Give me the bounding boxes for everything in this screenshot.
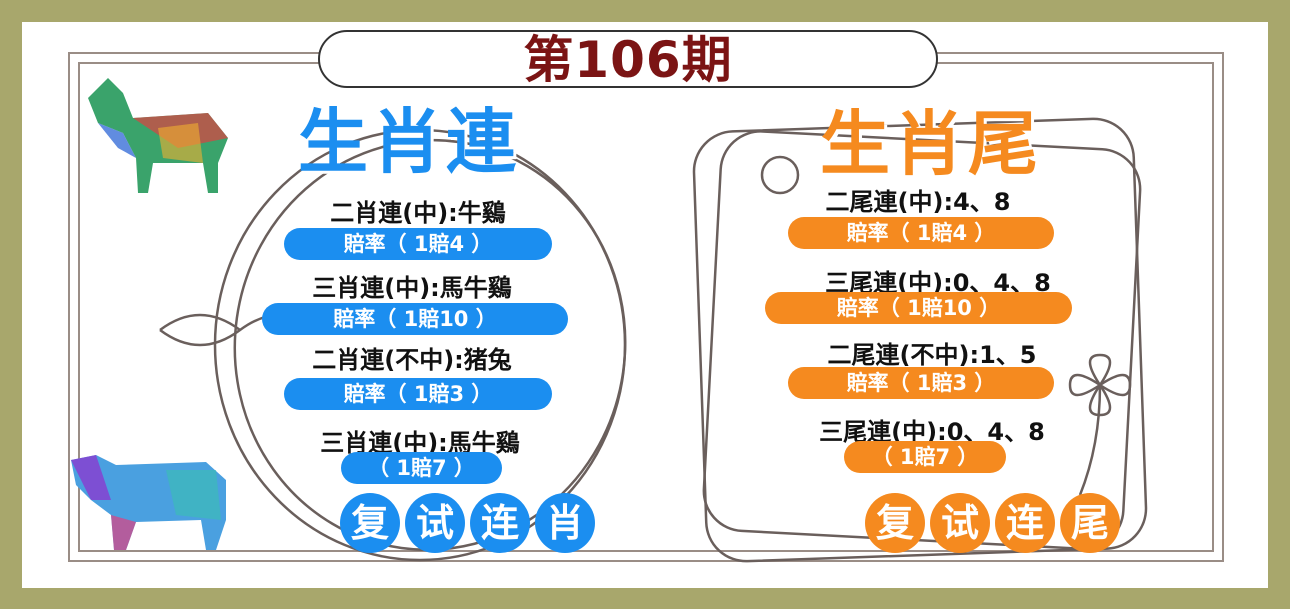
- tail-combo-line: 二尾連(中):4、8: [825, 188, 1011, 216]
- odds-badge: （ 1賠7 ）: [844, 441, 1006, 473]
- left-section-title: 生肖連: [298, 101, 520, 183]
- footer-char-circle: 连: [470, 493, 530, 553]
- issue-header: 第106期: [318, 30, 938, 88]
- footer-char-circle: 复: [865, 493, 925, 553]
- zodiac-combo-line: 二肖連(不中):猪兔: [312, 346, 512, 374]
- issue-title: 第106期: [523, 31, 733, 89]
- footer-char-circle: 尾: [1060, 493, 1120, 553]
- footer-char-circle: 肖: [535, 493, 595, 553]
- odds-badge: 賠率（ 1賠4 ）: [788, 217, 1054, 249]
- odds-badge: 賠率（ 1賠10 ）: [262, 303, 568, 335]
- odds-badge: （ 1賠7 ）: [341, 452, 502, 484]
- footer-char-circle: 试: [405, 493, 465, 553]
- zodiac-combo-line: 二肖連(中):牛鷄: [330, 199, 506, 227]
- tail-combo-line: 二尾連(不中):1、5: [827, 341, 1037, 369]
- goat-image: [88, 78, 228, 193]
- ox-image: [71, 455, 226, 550]
- odds-badge: 賠率（ 1賠10 ）: [765, 292, 1072, 324]
- footer-char-circle: 连: [995, 493, 1055, 553]
- odds-badge: 賠率（ 1賠3 ）: [788, 367, 1054, 399]
- odds-badge: 賠率（ 1賠4 ）: [284, 228, 552, 260]
- right-section-title: 生肖尾: [820, 103, 1042, 185]
- odds-badge: 賠率（ 1賠3 ）: [284, 378, 552, 410]
- footer-char-circle: 试: [930, 493, 990, 553]
- footer-char-circle: 复: [340, 493, 400, 553]
- zodiac-combo-line: 三肖連(中):馬牛鷄: [312, 274, 512, 302]
